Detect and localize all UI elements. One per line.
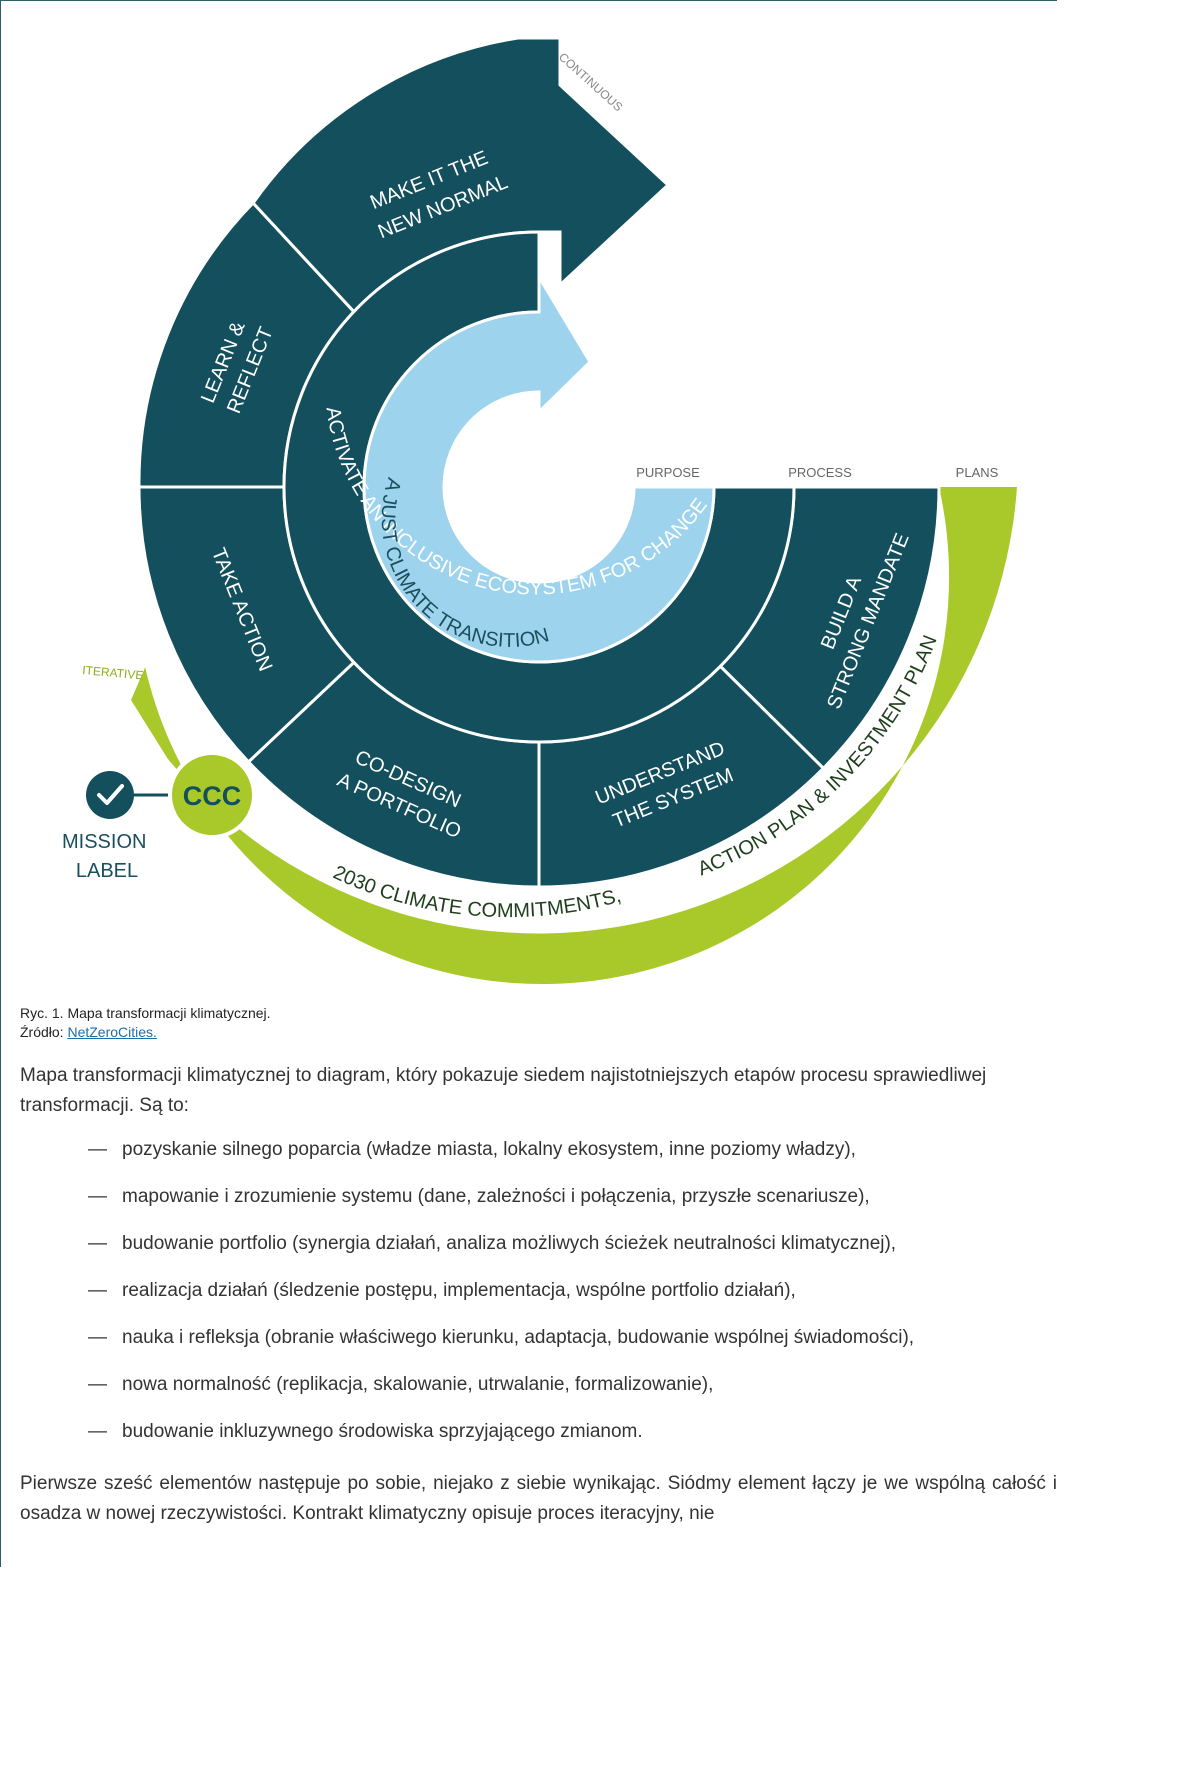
mission-label: MISSION LABEL xyxy=(62,831,152,882)
list-item: —nauka i refleksja (obranie właściwego k… xyxy=(20,1323,1057,1353)
figure-caption: Ryc. 1. Mapa transformacji klimatycznej.… xyxy=(20,1004,271,1042)
list-item: —pozyskanie silnego poparcia (władze mia… xyxy=(20,1135,1057,1165)
article-body: Mapa transformacji klimatycznej to diagr… xyxy=(20,1061,1057,1529)
dash-bullet: — xyxy=(88,1280,107,1301)
plans-label: PLANS xyxy=(956,465,999,480)
dash-bullet: — xyxy=(88,1139,107,1160)
check-icon xyxy=(97,784,124,805)
dash-bullet: — xyxy=(88,1327,107,1348)
check-badge xyxy=(86,771,134,819)
caption-source: Źródło: NetZeroCities. xyxy=(20,1024,157,1040)
content-frame xyxy=(0,0,1057,1567)
inner-ring-just-transition xyxy=(362,271,716,664)
list-item: —realizacja działań (śledzenie postępu, … xyxy=(20,1276,1057,1306)
dash-bullet: — xyxy=(88,1186,107,1207)
climate-transition-map-diagram: MAKE IT THE NEW NORMAL LEARN & REFLECT T… xyxy=(62,36,1017,985)
stages-list: —pozyskanie silnego poparcia (władze mia… xyxy=(20,1135,1057,1447)
ccc-label: CCC xyxy=(183,781,242,811)
list-item: —budowanie inkluzywnego środowiska sprzy… xyxy=(20,1417,1057,1447)
purpose-label: PURPOSE xyxy=(636,465,700,480)
list-item: —mapowanie i zrozumienie systemu (dane, … xyxy=(20,1182,1057,1212)
dash-bullet: — xyxy=(88,1233,107,1254)
lime-plans-band xyxy=(131,487,1017,985)
list-item: —nowa normalność (replikacja, skalowanie… xyxy=(20,1370,1057,1400)
process-label: PROCESS xyxy=(788,465,852,480)
source-link[interactable]: NetZeroCities. xyxy=(67,1024,157,1040)
intro-paragraph: Mapa transformacji klimatycznej to diagr… xyxy=(20,1065,987,1116)
ccc-badge xyxy=(168,751,256,839)
list-item: —budowanie portfolio (synergia działań, … xyxy=(20,1229,1057,1259)
dash-bullet: — xyxy=(88,1421,107,1442)
dash-bullet: — xyxy=(88,1374,107,1395)
caption-title: Ryc. 1. Mapa transformacji klimatycznej. xyxy=(20,1005,271,1021)
iterative-label: ITERATIVE xyxy=(82,663,144,682)
outro-paragraph: Pierwsze sześć elementów następuje po so… xyxy=(20,1473,1057,1524)
